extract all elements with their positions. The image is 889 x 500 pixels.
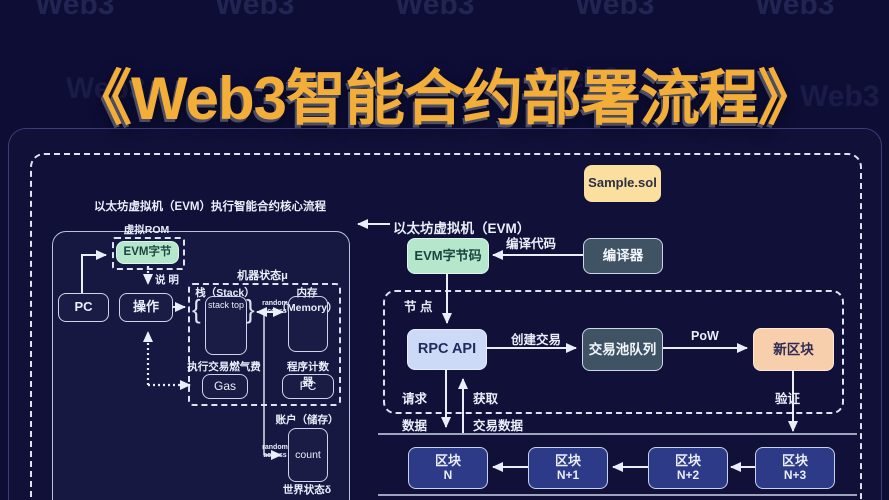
verify-label: 验证 [775, 392, 801, 406]
stack-brace-right: } [246, 294, 255, 324]
watermark-text: Web3 [755, 0, 835, 21]
evm-bytecode-box: EVM字节码 [407, 238, 489, 274]
watermark-text: Web3 [215, 0, 295, 21]
gas-box: Gas [202, 374, 248, 399]
virtual-rom-label: 虚拟ROM [123, 224, 170, 236]
watermark-text: Web3 [575, 0, 655, 21]
machine-state-label: 机器状态μ [237, 270, 288, 282]
content-panel [8, 128, 882, 500]
world-state-label: 世界状态δ [282, 484, 332, 496]
fetch-label: 获取 [473, 392, 499, 406]
block-label: 区块 [781, 452, 808, 468]
rpc-api-box: RPC API [407, 329, 487, 370]
program-counter-label: 程序计数器 [287, 361, 329, 388]
evm-flow-title: 以太坊虚拟机（EVM）执行智能合约核心流程 [94, 201, 326, 213]
pc-box: PC [58, 293, 109, 322]
random-access-label: random access [262, 444, 288, 459]
request-label: 请求 [402, 392, 428, 406]
txpool-box: 交易池队列 [582, 328, 663, 371]
random-access-label: random access [262, 300, 288, 315]
count-box: count [288, 428, 328, 482]
block-n3: 区块 N+3 [755, 447, 835, 489]
pow-label: PoW [691, 329, 719, 343]
gas-fee-label: 执行交易燃气费 [187, 361, 261, 373]
node-dashed-frame [383, 290, 844, 414]
block-number: N+3 [783, 467, 807, 482]
memory-box [288, 296, 328, 352]
block-number: N+1 [556, 467, 580, 482]
request-data-label: 数据 [402, 419, 428, 433]
block-n1: 区块 N+1 [528, 447, 608, 489]
block-number: N+2 [676, 467, 700, 482]
block-n2: 区块 N+2 [648, 447, 728, 489]
annotation-label: 说 明 [155, 274, 179, 286]
watermark-text: Web3 [35, 0, 115, 21]
compile-code-label: 编译代码 [506, 237, 557, 251]
block-n: 区块 N [408, 447, 488, 489]
account-storage-label: 账户（储存） [275, 414, 339, 426]
sample-sol-box: Sample.sol [584, 165, 661, 202]
fetch-tx-data-label: 交易数据 [473, 419, 524, 433]
evm-arrow-label: 以太坊虚拟机（EVM） [393, 221, 531, 236]
create-transaction-label: 创建交易 [511, 333, 562, 347]
block-label: 区块 [554, 452, 581, 468]
operation-box: 操作 [119, 293, 173, 322]
block-label: 区块 [674, 452, 701, 468]
new-block-box: 新区块 [753, 328, 834, 371]
block-label: 区块 [434, 452, 461, 468]
compiler-box: 编译器 [583, 238, 663, 274]
evm-byte-box: EVM字节 [116, 241, 179, 264]
stack-brace-left: { [192, 294, 201, 324]
outer-dashed-frame [30, 153, 862, 500]
block-number: N [443, 467, 453, 482]
watermark-text: Web3 [395, 0, 475, 21]
program-counter-box: PC [282, 374, 334, 399]
node-label: 节 点 [404, 300, 433, 314]
page-title: 《Web3智能合约部署流程》 [72, 65, 818, 132]
stack-top-box: stack top [205, 296, 247, 355]
